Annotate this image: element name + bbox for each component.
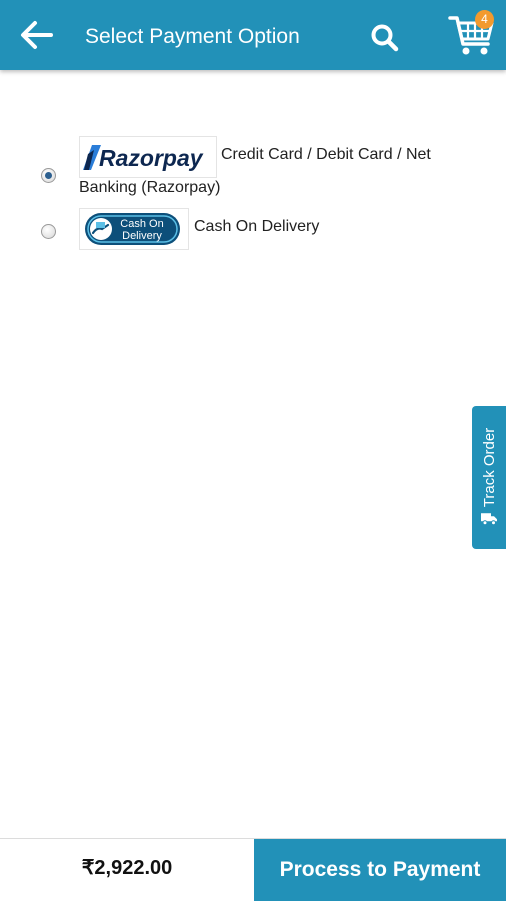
search-button[interactable] [369, 22, 401, 54]
order-total: ₹2,922.00 [81, 857, 173, 879]
cod-logo-text-2: Delivery [122, 230, 162, 242]
search-icon [371, 24, 399, 52]
razorpay-label-line2: Banking (Razorpay) [79, 179, 221, 196]
app-bar: Select Payment Option 4 [0, 0, 506, 70]
radio-razorpay[interactable] [41, 168, 56, 183]
cod-logo-text-1: Cash On [120, 218, 163, 230]
radio-cod[interactable] [41, 224, 56, 239]
razorpay-logo: Razorpay [79, 136, 217, 178]
process-payment-button[interactable]: Process to Payment [254, 839, 506, 901]
cart-count-badge: 4 [475, 10, 494, 29]
payment-option-razorpay[interactable]: Razorpay Credit Card / Debit Card / Net … [0, 130, 506, 200]
cod-logo: Cash On Delivery [79, 208, 189, 250]
cod-label: Cash On Delivery [194, 218, 320, 235]
razorpay-label-line1: Credit Card / Debit Card / Net [221, 146, 431, 163]
track-order-tab[interactable]: Track Order [472, 406, 506, 549]
page-title: Select Payment Option [85, 25, 300, 48]
track-order-label: Track Order [480, 427, 498, 507]
bottom-bar: ₹2,922.00 Process to Payment [0, 838, 506, 901]
back-button[interactable] [18, 18, 58, 52]
truck-icon [481, 511, 497, 529]
razorpay-logo-text: Razorpay [99, 145, 204, 171]
payment-option-cod[interactable]: Cash On Delivery Cash On Delivery [0, 205, 506, 253]
back-arrow-icon [21, 21, 53, 49]
